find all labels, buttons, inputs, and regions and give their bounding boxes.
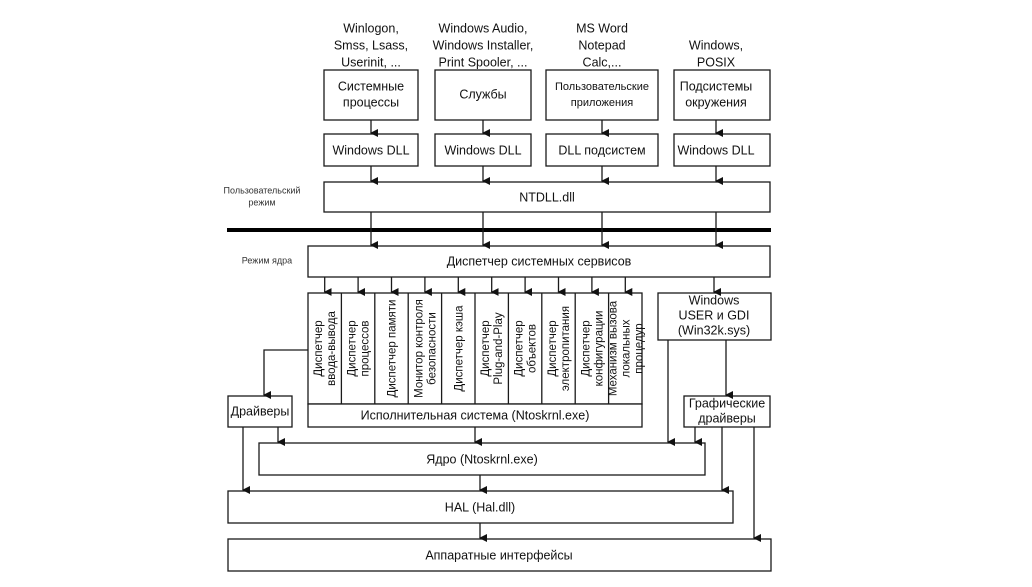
ntdll-box: NTDLL.dll bbox=[323, 181, 771, 213]
drivers-box: Драйверы bbox=[227, 395, 293, 428]
executive-component-label: конфигурации bbox=[593, 311, 605, 387]
top-example-text: Notepad bbox=[578, 38, 625, 52]
hal-box: HAL (Hal.dll) bbox=[227, 490, 734, 524]
executive-component-label: Диспетчер bbox=[580, 320, 592, 376]
hardware-label: Аппаратные интерфейсы bbox=[425, 548, 572, 562]
executive-component-label: Plug-and-Play bbox=[493, 312, 505, 384]
dll-box: Windows DLL bbox=[323, 133, 419, 167]
executive-component-label: Диспетчер bbox=[347, 320, 359, 376]
ntdll-label: NTDLL.dll bbox=[519, 190, 575, 204]
dll-box-label: Windows DLL bbox=[332, 143, 409, 157]
executive-component-label: безопасности bbox=[426, 312, 438, 385]
dll-box-label: Windows DLL bbox=[677, 143, 754, 157]
executive-component-label: Диспетчер bbox=[313, 320, 325, 376]
top-example-text: POSIX bbox=[697, 55, 736, 69]
graphics-drivers-line1: Графические bbox=[689, 396, 765, 410]
user-mode-label-line1: Пользовательский bbox=[224, 185, 301, 195]
win32k-line2: USER и GDI bbox=[679, 308, 750, 322]
executive-label: Исполнительная система (Ntoskrnl.exe) bbox=[361, 408, 590, 422]
user-mode-label-line2: режим bbox=[248, 197, 275, 207]
executive-component-label: Монитор контроля bbox=[413, 299, 425, 398]
system-service-dispatcher-box: Диспетчер системных сервисов bbox=[307, 245, 771, 278]
dll-box: Windows DLL bbox=[434, 133, 532, 167]
arrow-connector bbox=[263, 349, 308, 399]
dll-box: DLL подсистем bbox=[545, 133, 659, 167]
executive-component-label: Механизм вызова bbox=[607, 300, 619, 396]
dll-box-label: DLL подсистем bbox=[558, 143, 645, 157]
executive-component-label: Диспетчер памяти bbox=[387, 300, 399, 398]
executive-component: Диспетчер кэша bbox=[440, 293, 465, 404]
process-box-label: Службы bbox=[459, 87, 506, 101]
top-example-text: Smss, Lsass, bbox=[334, 38, 408, 52]
kernel-mode-label: Режим ядра bbox=[242, 255, 292, 265]
executive-component-label: процедур bbox=[633, 323, 645, 373]
system-service-dispatcher-label: Диспетчер системных сервисов bbox=[447, 254, 632, 268]
top-example-text: Print Spooler, ... bbox=[439, 55, 528, 69]
hardware-box: Аппаратные интерфейсы bbox=[227, 538, 772, 572]
executive-component-label: Диспетчер кэша bbox=[453, 305, 465, 392]
graphics-drivers-line2: драйверы bbox=[698, 411, 756, 425]
process-box-label: процессы bbox=[343, 95, 399, 109]
connectors bbox=[242, 120, 761, 542]
process-box: Подсистемы окружения bbox=[673, 69, 771, 121]
kernel-label: Ядро (Ntoskrnl.exe) bbox=[426, 452, 538, 466]
dll-boxes: Windows DLL Windows DLL DLL подсистем Windo… bbox=[323, 133, 771, 167]
executive-component: Диспетчер памяти bbox=[374, 293, 399, 404]
executive-component-label: локальных bbox=[620, 319, 632, 377]
process-box: Пользовательские приложения bbox=[545, 69, 659, 121]
dll-box: Windows DLL bbox=[673, 133, 771, 167]
executive-component-label: объектов bbox=[527, 324, 539, 373]
hal-label: HAL (Hal.dll) bbox=[445, 500, 515, 514]
kernel-box: Ядро (Ntoskrnl.exe) bbox=[258, 442, 706, 476]
win32k-line3: (Win32k.sys) bbox=[678, 323, 750, 337]
top-example-text: Calc,... bbox=[583, 55, 622, 69]
top-example-text: MS Word bbox=[576, 21, 628, 35]
top-examples: Winlogon, Smss, Lsass, Userinit, ... Window… bbox=[334, 21, 743, 69]
win32k-box: Windows USER и GDI (Win32k.sys) bbox=[657, 292, 772, 341]
top-example-text: Windows, bbox=[689, 38, 743, 52]
process-box-label: окружения bbox=[685, 95, 747, 109]
dll-box-label: Windows DLL bbox=[444, 143, 521, 157]
executive-component-label: процессов bbox=[360, 320, 372, 376]
process-box-label: приложения bbox=[571, 97, 633, 109]
executive-component-label: Диспетчер bbox=[480, 320, 492, 376]
win32k-line1: Windows bbox=[689, 293, 740, 307]
drivers-label: Драйверы bbox=[231, 404, 290, 418]
process-box: Службы bbox=[434, 69, 532, 121]
executive-box: Исполнительная система (Ntoskrnl.exe) bbox=[307, 403, 643, 428]
process-box-label: Пользовательские bbox=[555, 81, 649, 93]
executive-component-label: Диспетчер bbox=[547, 320, 559, 376]
process-box-label: Подсистемы bbox=[680, 79, 753, 93]
graphics-drivers-box: Графические драйверы bbox=[683, 395, 771, 428]
top-example-text: Winlogon, bbox=[343, 21, 399, 35]
executive-component-label: Диспетчер bbox=[514, 320, 526, 376]
user-mode-label: Пользовательский режим bbox=[224, 185, 301, 207]
process-box-label: Системные bbox=[338, 79, 404, 93]
executive-component-label: электропитания bbox=[560, 306, 572, 391]
executive-component-label: ввода-вывода bbox=[326, 311, 338, 386]
top-example-text: Userinit, ... bbox=[341, 55, 401, 69]
top-example-text: Windows Installer, bbox=[433, 38, 534, 52]
top-example-text: Windows Audio, bbox=[439, 21, 528, 35]
process-box: Системные процессы bbox=[323, 69, 419, 121]
process-boxes: Системные процессы Службы Пользовательские п… bbox=[323, 69, 771, 121]
